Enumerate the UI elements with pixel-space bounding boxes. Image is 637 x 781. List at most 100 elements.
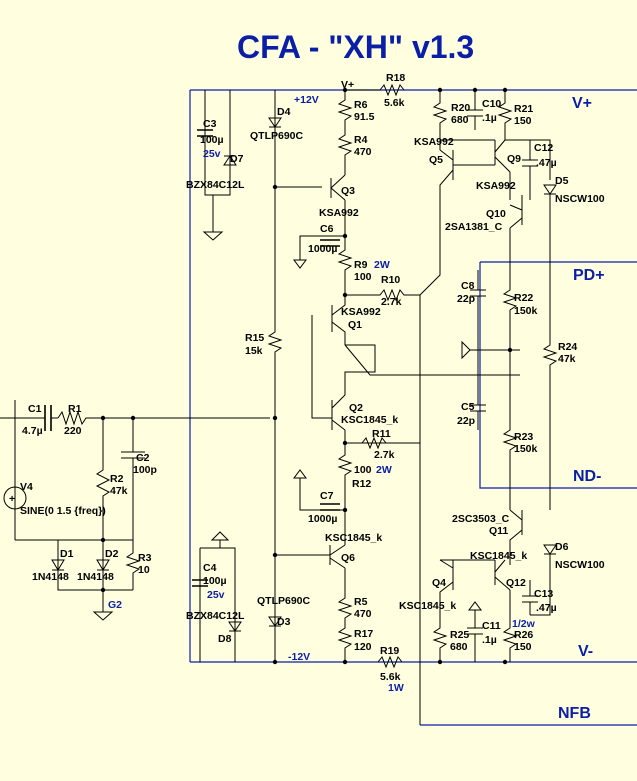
ground-label-g2: G2 [108,599,122,611]
label-r18-ref: R18 [386,72,405,84]
label-c4-rating: 25v [207,589,225,601]
label-r22-value: 150k [514,305,538,317]
label-r19-rating: 1W [388,682,404,694]
label-r23-value: 150k [514,443,538,455]
rail-regulators [192,90,242,662]
label-c8-ref: C8 [461,280,475,292]
label-r26-ref: R26 [514,629,533,641]
label-q2-ref: Q2 [349,402,363,414]
label-d2-ref: D2 [105,548,119,560]
label-c11-value: .1µ [482,634,497,646]
label-d4-value: QTLP690C [250,130,304,142]
net-label-pdplus: PD+ [573,267,605,284]
label-c8-value: 22p [457,293,475,305]
label-q1-ref: Q1 [348,319,362,331]
label-d7-ref: D7 [230,153,244,165]
output-stage [419,90,558,725]
label-r10-ref: R10 [381,274,400,286]
label-q6-ref: Q6 [341,552,355,564]
rail-label-plus12: +12V [294,94,319,106]
label-c13-value: .47µ [536,602,557,614]
svg-text:+: + [9,493,15,505]
label-q5-ref: Q5 [429,154,443,166]
label-c3-ref: C3 [203,118,217,130]
label-d2-value: 1N4148 [77,571,114,583]
label-q10-ref: Q10 [486,208,506,220]
rail-label-minus12: -12V [288,651,310,663]
label-r22-ref: R22 [514,292,533,304]
label-r2-value: 47k [110,485,128,497]
label-d8-ref: D8 [218,633,232,645]
label-c10-value: .1µ [482,112,497,124]
label-r24-ref: R24 [558,341,577,353]
net-label-ndminus: ND- [573,468,601,485]
label-r17-ref: R17 [354,628,373,640]
label-d5-value: NSCW100 [555,193,605,205]
label-r12-ref: R12 [352,478,371,490]
label-r3-ref: R3 [138,552,152,564]
label-r11-ref: R11 [372,428,391,440]
label-c2-value: 100p [133,464,157,476]
label-c4-value: 100µ [203,575,227,587]
label-r25-value: 680 [450,641,468,653]
label-r4-ref: R4 [354,134,368,146]
label-q9-value: KSA992 [476,180,516,192]
label-r19-ref: R19 [380,645,399,657]
label-d6-value: NSCW100 [555,559,605,571]
led-and-r15 [267,90,330,662]
label-r26-value: 150 [514,641,532,653]
label-c2-ref: C2 [136,452,150,464]
label-q11-value: 2SC3503_C [452,513,510,525]
label-q3-ref: Q3 [341,185,355,197]
label-r15-ref: R15 [245,332,264,344]
label-q2-value: KSC1845_k [341,414,398,426]
label-r23-ref: R23 [514,431,533,443]
label-c10-ref: C10 [482,98,501,110]
label-r5-ref: R5 [354,596,368,608]
label-d6-ref: D6 [555,541,569,553]
label-q12-ref: Q12 [506,577,526,589]
label-r9-value: 100 [354,271,372,283]
label-r12-rating: 2W [376,464,392,476]
label-d3-value: QTLP690C [257,595,311,607]
label-r4-value: 470 [354,146,372,158]
label-q11-ref: Q11 [489,525,508,537]
label-r20-value: 680 [451,114,469,126]
label-c1-ref: C1 [28,403,42,415]
label-r1-value: 220 [64,425,82,437]
label-c5-value: 22p [457,415,475,427]
net-label-vplus: V+ [572,95,592,112]
label-d8-value: BZX84C12L [186,610,245,622]
label-q9-ref: Q9 [507,153,521,165]
label-r9-ref: R9 [354,259,368,271]
schematic-title: CFA - "XH" v1.3 [237,29,474,65]
label-r25-ref: R25 [450,629,469,641]
label-q4-ref: Q4 [432,577,446,589]
label-c1-value: 4.7µ [22,425,43,437]
label-r10-value: 2.7k [381,296,402,308]
label-v4-value: SINE(0 1.5 {freq}) [20,505,106,517]
label-r19-value: 5.6k [380,671,401,683]
input-section: + [0,400,270,621]
label-c3-value: 100µ [200,134,224,146]
label-r6-value: 91.5 [354,111,375,123]
label-r5-value: 470 [354,608,372,620]
label-r21-ref: R21 [514,103,533,115]
label-q12-value: KSC1845_k [470,550,527,562]
label-r15-value: 15k [245,345,263,357]
label-c13-rating: 1/2w [512,618,536,630]
label-q1-value: KSA992 [341,306,381,318]
label-q10-value: 2SA1381_C [445,221,503,233]
label-c3-rating: 25v [203,148,221,160]
label-d7-value: BZX84C12L [186,179,245,191]
label-r20-ref: R20 [451,102,470,114]
label-c5-ref: C5 [461,401,475,413]
label-c11-ref: C11 [482,620,501,632]
label-c13-ref: C13 [534,588,553,600]
net-label-vminus: V- [578,643,593,660]
label-r11-value: 2.7k [374,449,395,461]
label-r17-value: 120 [354,641,372,653]
label-r3-value: 10 [138,564,150,576]
net-lines [189,89,637,726]
